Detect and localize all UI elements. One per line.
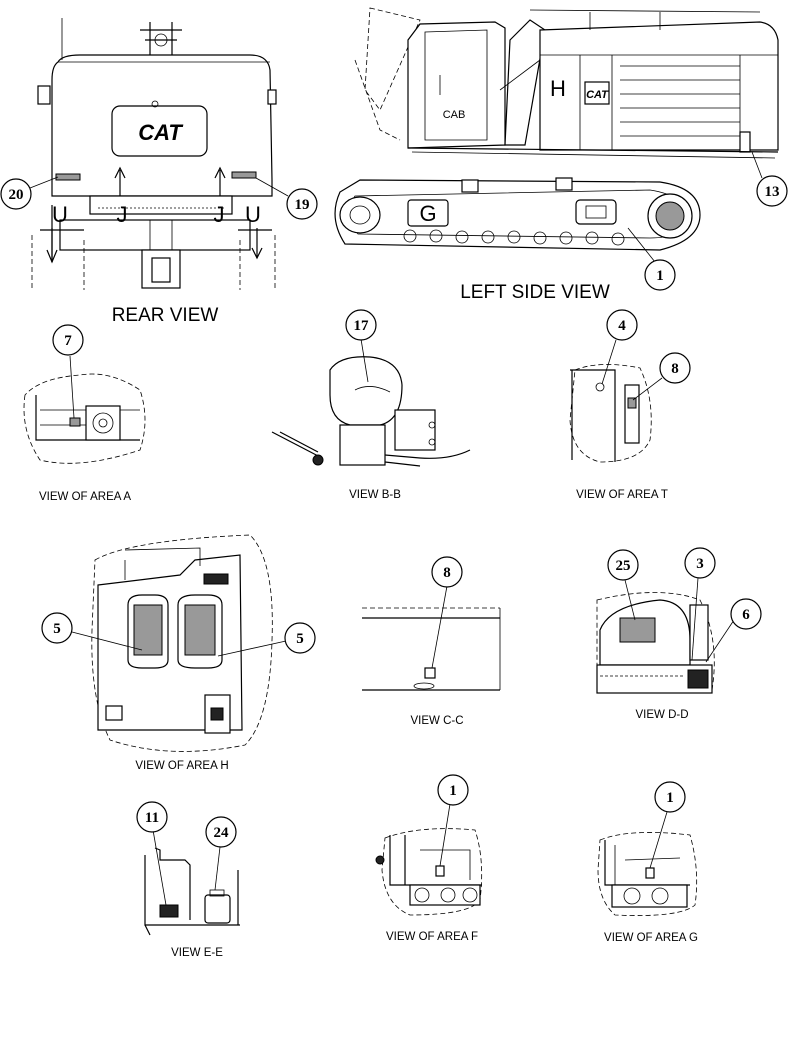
view-cc-drawing xyxy=(362,607,501,691)
svg-text:13: 13 xyxy=(765,184,780,200)
svg-text:6: 6 xyxy=(742,607,750,623)
area-g-mark: G xyxy=(419,201,436,226)
callout-17: 17 xyxy=(345,309,377,383)
caption-view-bb: VIEW B-B xyxy=(349,489,401,501)
caption-view-area-a: VIEW OF AREA A xyxy=(39,491,131,503)
view-area-a-drawing xyxy=(23,373,146,464)
svg-text:20: 20 xyxy=(9,187,24,203)
caption-left-side-view: LEFT SIDE VIEW xyxy=(460,282,610,303)
rear-section-mark-j-left: J xyxy=(117,202,128,227)
svg-text:8: 8 xyxy=(671,361,679,377)
left-side-view-drawing: CAB CAT H xyxy=(334,7,779,251)
caption-view-ee: VIEW E-E xyxy=(171,947,223,959)
svg-text:19: 19 xyxy=(295,197,310,213)
area-h-mark: H xyxy=(550,76,566,101)
callout-25: 25 xyxy=(607,549,639,621)
svg-text:5: 5 xyxy=(296,631,304,647)
side-cat-logo: CAT xyxy=(586,89,609,101)
view-area-f-drawing xyxy=(375,828,483,916)
view-ee-drawing xyxy=(144,847,240,936)
callout-1-area-g: 1 xyxy=(649,781,686,869)
caption-view-dd: VIEW D-D xyxy=(635,709,688,721)
caption-view-area-f: VIEW OF AREA F xyxy=(386,931,478,943)
callout-5-right: 5 xyxy=(217,622,316,657)
view-dd-drawing xyxy=(596,592,715,694)
callout-24: 24 xyxy=(205,816,237,891)
svg-text:8: 8 xyxy=(443,565,451,581)
svg-text:1: 1 xyxy=(449,783,457,799)
rear-section-mark-u-right: U xyxy=(245,202,261,227)
svg-text:1: 1 xyxy=(666,790,674,806)
view-area-g-drawing xyxy=(597,832,698,916)
view-bb-drawing xyxy=(271,356,471,467)
callout-13: 13 xyxy=(751,151,788,207)
callout-6: 6 xyxy=(705,598,762,663)
callout-1-side: 1 xyxy=(627,227,676,291)
callout-8-cc: 8 xyxy=(431,556,463,669)
rear-section-mark-j-right: J xyxy=(214,202,225,227)
callout-5-left: 5 xyxy=(41,612,143,651)
cab-label: CAB xyxy=(443,109,466,121)
svg-text:3: 3 xyxy=(696,556,704,572)
svg-text:25: 25 xyxy=(616,558,631,574)
caption-view-area-g: VIEW OF AREA G xyxy=(604,932,698,944)
caption-view-cc: VIEW C-C xyxy=(410,715,463,727)
svg-text:24: 24 xyxy=(214,825,230,841)
callout-1-area-f: 1 xyxy=(437,774,469,867)
callout-20: 20 xyxy=(0,176,59,210)
svg-text:17: 17 xyxy=(354,318,370,334)
svg-text:4: 4 xyxy=(618,318,626,334)
view-area-t-drawing xyxy=(569,364,652,463)
caption-view-area-t: VIEW OF AREA T xyxy=(576,489,668,501)
rear-section-mark-u-left: U xyxy=(52,202,68,227)
rear-cat-logo: CAT xyxy=(138,120,183,145)
callout-4: 4 xyxy=(601,309,638,385)
svg-text:7: 7 xyxy=(64,333,72,349)
svg-text:11: 11 xyxy=(145,810,159,826)
caption-rear-view: REAR VIEW xyxy=(112,305,219,326)
svg-text:5: 5 xyxy=(53,621,61,637)
callout-11: 11 xyxy=(136,801,168,906)
callout-3: 3 xyxy=(684,547,716,661)
caption-view-area-h: VIEW OF AREA H xyxy=(135,760,228,772)
callout-7: 7 xyxy=(52,324,84,419)
view-area-h-drawing xyxy=(91,534,273,752)
rear-view-drawing: CAT xyxy=(31,18,277,290)
callout-8-area-t: 8 xyxy=(632,352,691,401)
callout-19: 19 xyxy=(255,177,318,220)
svg-text:1: 1 xyxy=(656,268,664,284)
